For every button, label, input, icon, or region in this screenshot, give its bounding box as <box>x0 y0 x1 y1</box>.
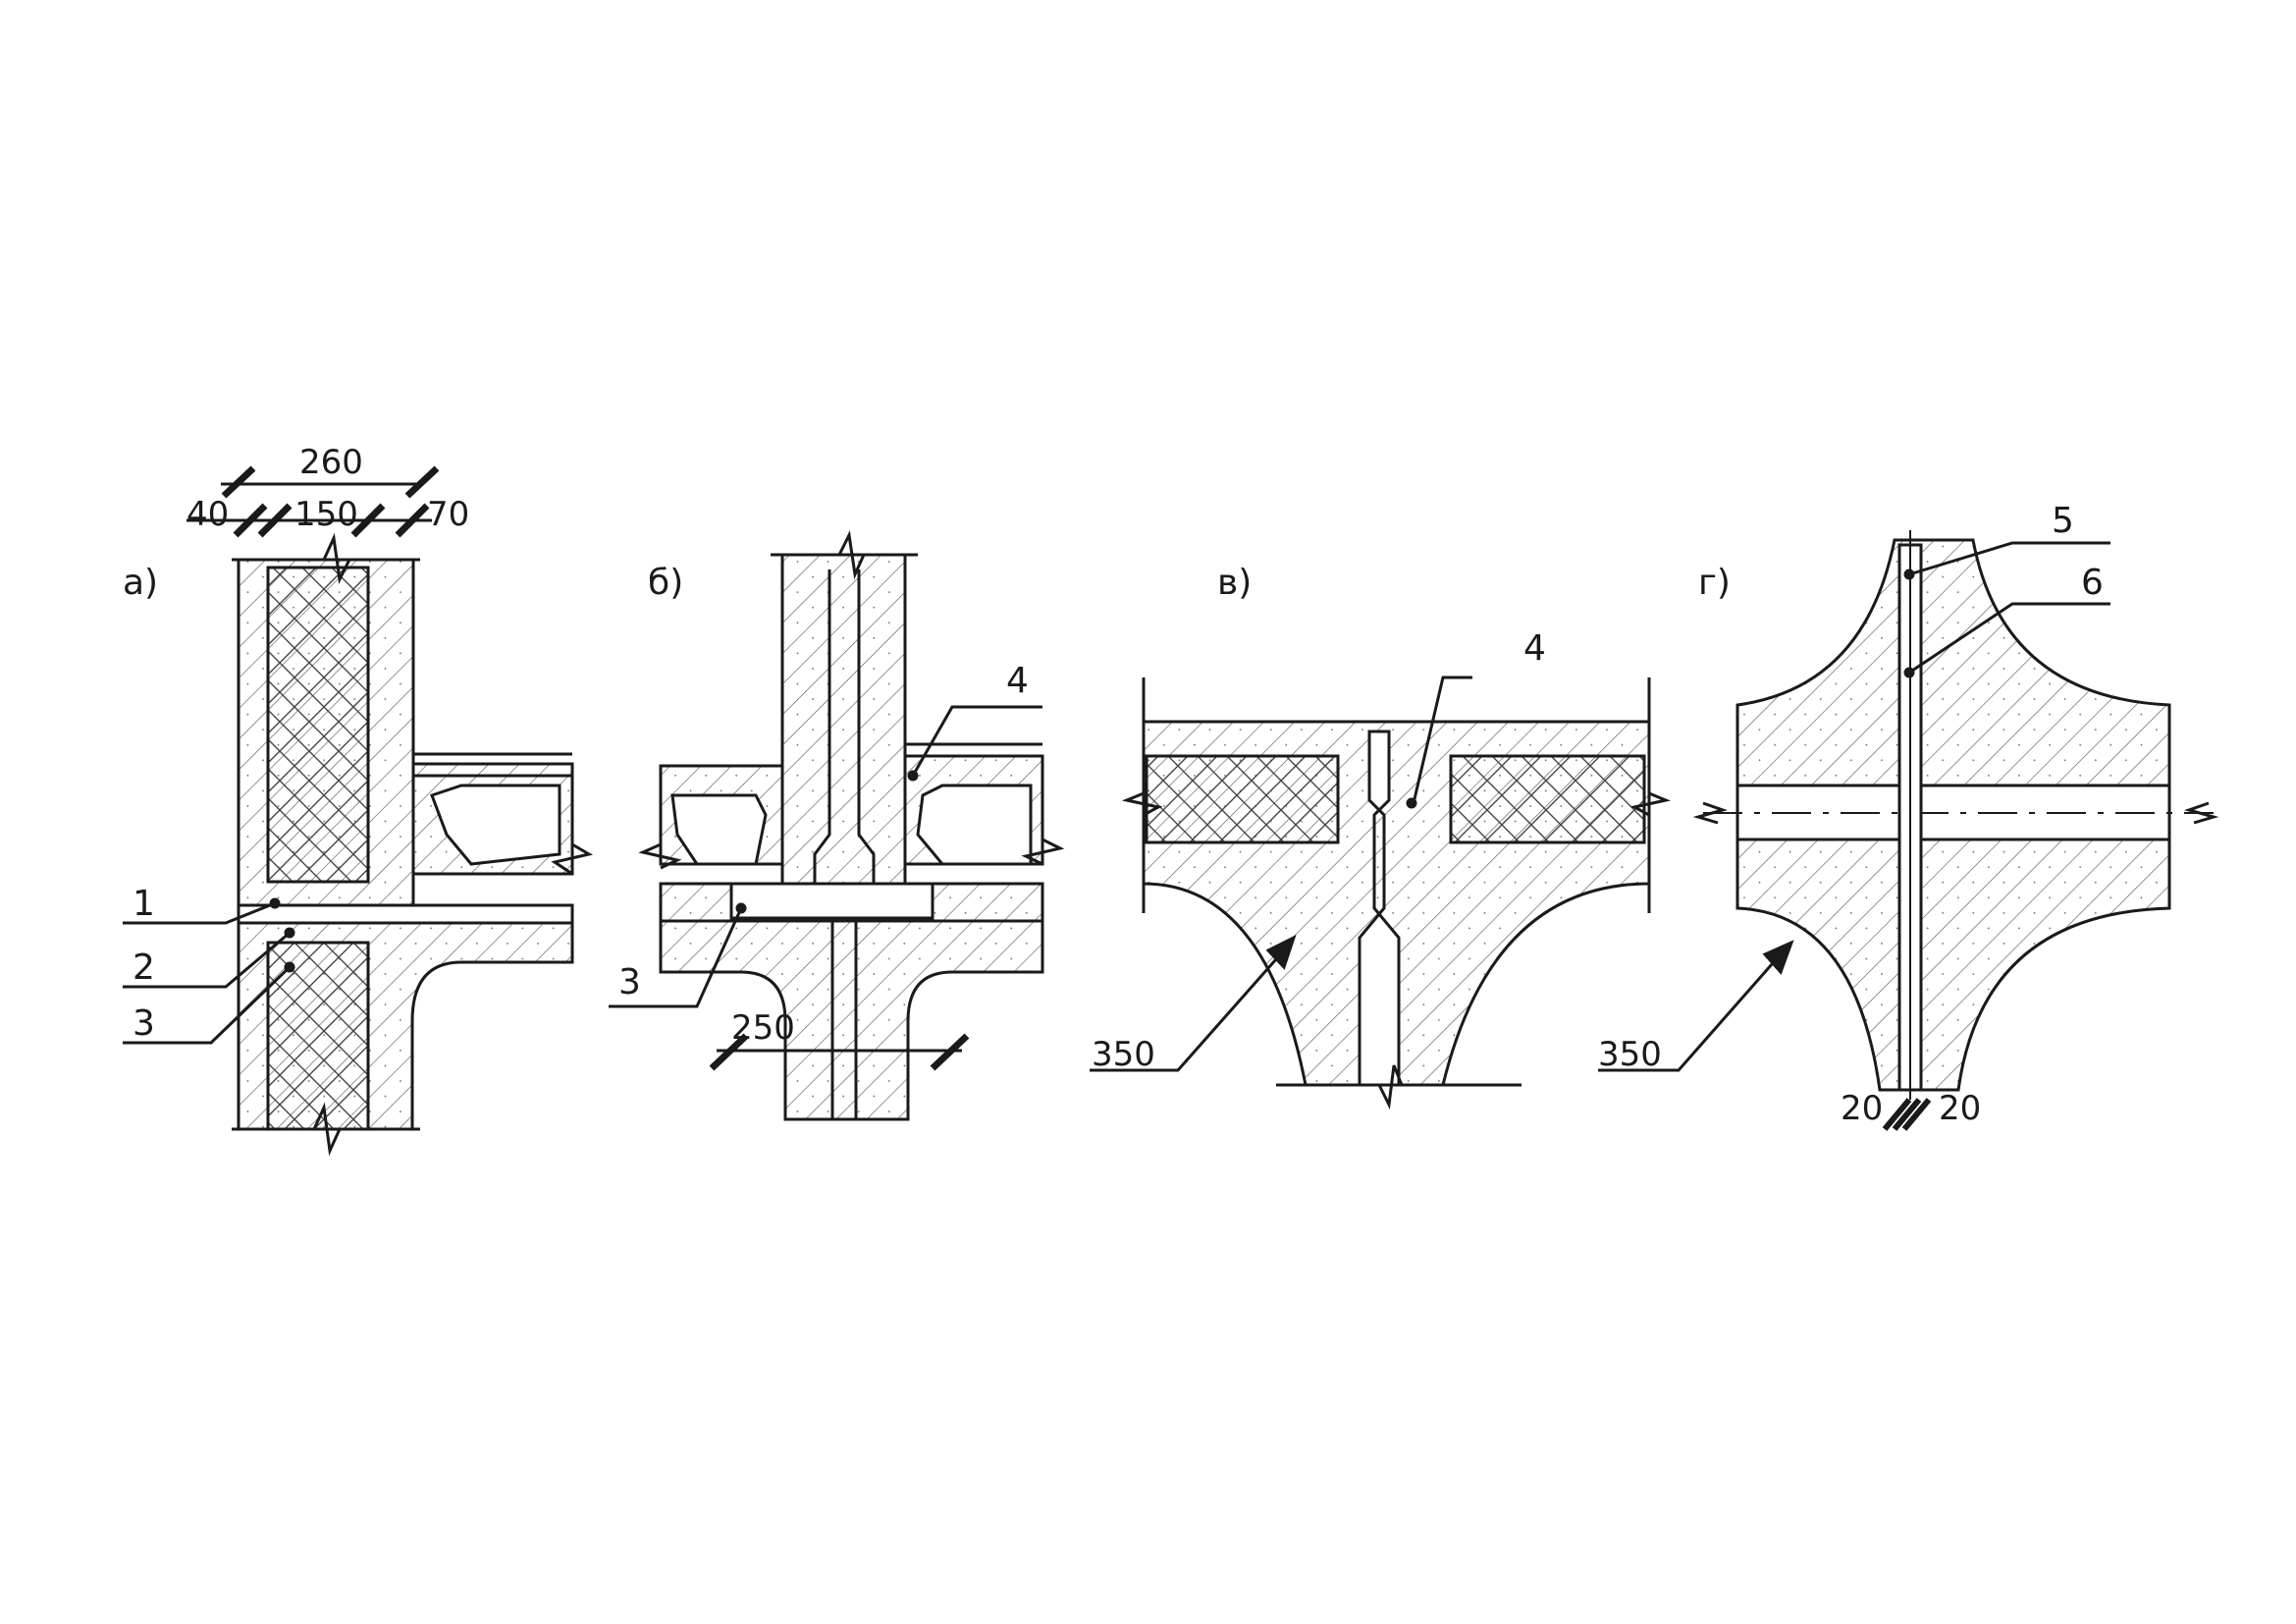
callout-2: 2 <box>133 947 155 988</box>
panel-g <box>1598 530 2219 1131</box>
panel-b-text: б) 250 4 3 <box>618 563 1029 1048</box>
dim-150: 150 <box>294 495 358 534</box>
panel-v-text: в) 350 4 <box>1092 563 1546 1074</box>
dim-350-g: 350 <box>1598 1035 1662 1074</box>
radius-arrow-v <box>1265 935 1297 970</box>
lower-insulation-a <box>266 941 370 1131</box>
insulation-right-v <box>1449 754 1646 844</box>
tick-150-right <box>350 503 386 538</box>
callout-3-b: 3 <box>618 962 641 1002</box>
dim-350-v: 350 <box>1092 1035 1155 1074</box>
lower-wall-b <box>659 919 1044 1121</box>
callout-1: 1 <box>133 884 155 924</box>
dot-5 <box>1903 568 1915 580</box>
break-mark-v-bottom <box>1377 1064 1404 1110</box>
tick-70 <box>395 503 430 538</box>
dot-1 <box>269 897 281 909</box>
break-mark-a-top <box>232 532 420 584</box>
dot-6 <box>1903 667 1915 678</box>
leader-3-b <box>609 907 743 1008</box>
cross-joint-g <box>1735 538 2171 787</box>
tick-150-left <box>257 503 293 538</box>
tick-250-right <box>930 1033 970 1071</box>
panel-g-text: г) 350 20 20 5 6 <box>1598 501 2104 1128</box>
tick-250-left <box>709 1033 749 1071</box>
tick-20-a <box>1882 1098 1912 1131</box>
joint-band-g <box>1735 784 2171 841</box>
upper-wall-b <box>780 553 907 900</box>
insulation-left-v <box>1145 754 1340 844</box>
callout-4-b: 4 <box>1006 661 1029 701</box>
hollow-core-a <box>430 784 561 866</box>
joint-band-a <box>237 903 574 925</box>
dot-3-b <box>735 902 747 914</box>
dim-70: 70 <box>427 495 469 534</box>
leader-4-v <box>1412 676 1472 804</box>
callout-4-v: 4 <box>1523 628 1546 669</box>
panel-v-label: в) <box>1217 563 1252 603</box>
panel-a-text: а) 260 40 150 70 1 2 3 <box>123 443 469 1044</box>
radius-leader-v <box>1090 942 1293 1072</box>
radius-leader-g <box>1598 947 1789 1072</box>
leader-3-a <box>123 965 292 1045</box>
break-mark-g-right <box>2184 801 2219 825</box>
break-mark-a-right <box>551 842 594 876</box>
break-mark-b-right <box>1021 838 1065 866</box>
break-mark-a-bottom <box>232 1102 420 1157</box>
dim-20-right: 20 <box>1939 1089 1981 1128</box>
dot-2 <box>284 927 295 939</box>
break-mark-b-top <box>771 530 918 580</box>
tick-20-c <box>1901 1098 1932 1131</box>
break-mark-g-left <box>1692 801 1728 825</box>
cross-joint-lower-g <box>1735 838 2171 1092</box>
panel-v <box>1090 676 1672 1110</box>
leader-1 <box>123 901 276 925</box>
leader-5 <box>1908 541 2110 576</box>
vertical-channel-b <box>813 569 876 898</box>
panel-a-label: а) <box>123 563 158 603</box>
break-mark-v-left <box>1121 791 1163 817</box>
dot-3-a <box>284 961 295 973</box>
dim-40: 40 <box>187 495 229 534</box>
panel-a <box>123 465 594 1157</box>
dim-250: 250 <box>731 1008 795 1048</box>
joint-plate-b <box>729 882 934 920</box>
break-mark-b-left <box>638 842 682 870</box>
radius-arrow-g <box>1762 940 1794 975</box>
tick-20-b <box>1892 1098 1922 1131</box>
tick-260-right <box>404 465 440 499</box>
left-hollow-b <box>670 793 768 866</box>
callout-6: 6 <box>2081 563 2104 603</box>
right-hollow-b <box>916 784 1033 866</box>
panel-b-label: б) <box>648 563 683 603</box>
leader-4-b <box>911 705 1042 777</box>
dim-20-left: 20 <box>1841 1089 1883 1128</box>
break-mark-v-right <box>1629 791 1672 817</box>
upper-insulation-a <box>266 566 370 884</box>
tick-40 <box>233 503 268 538</box>
tick-260-left <box>221 465 256 499</box>
panel-g-label: г) <box>1698 563 1731 603</box>
dot-4-b <box>907 770 919 782</box>
panel-b <box>609 530 1065 1121</box>
callout-3-a: 3 <box>133 1003 155 1044</box>
leader-2 <box>123 931 291 989</box>
dim-260: 260 <box>299 443 363 482</box>
leader-6 <box>1908 602 2110 675</box>
callout-5: 5 <box>2052 501 2074 541</box>
dot-4-v <box>1406 797 1417 809</box>
